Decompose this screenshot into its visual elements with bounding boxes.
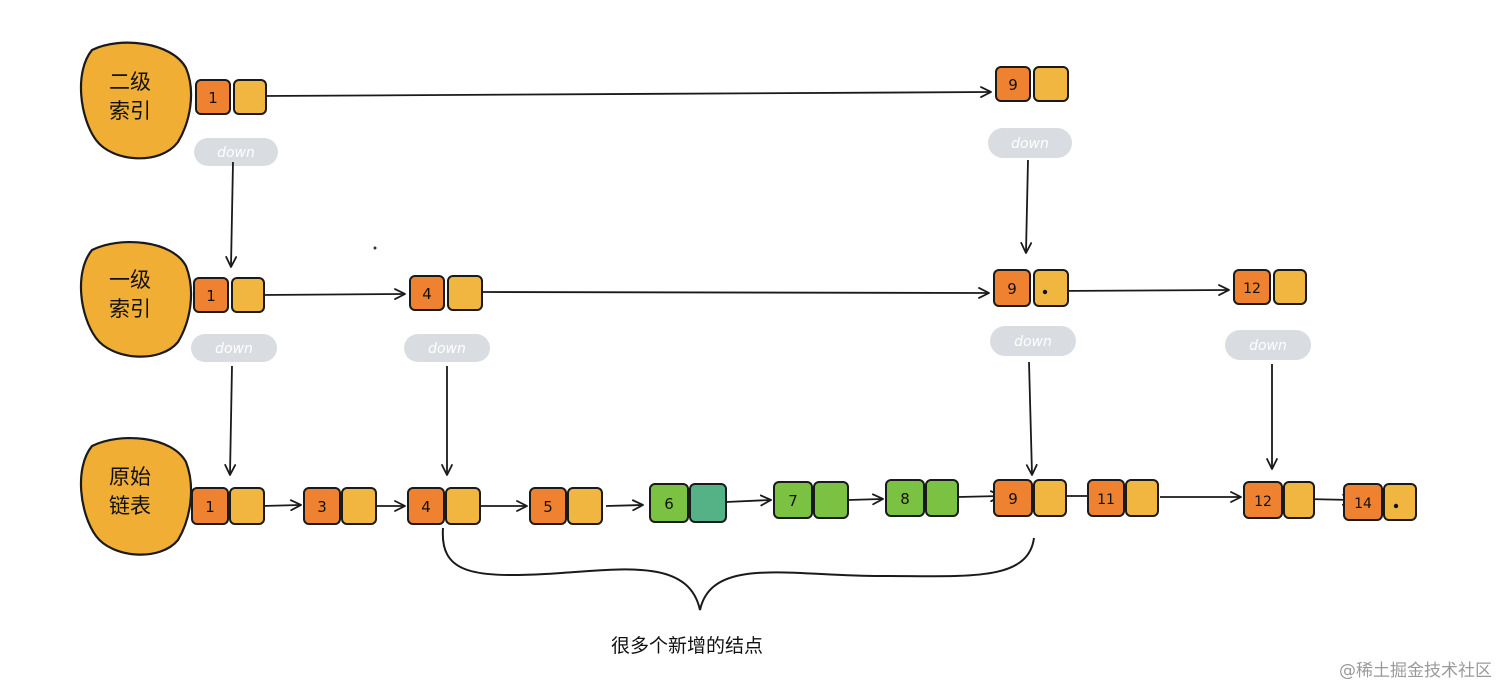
node-l0-4: 4 bbox=[407, 487, 481, 525]
down-arrow-l1-9 bbox=[1025, 361, 1038, 476]
svg-text:down: down bbox=[217, 145, 255, 161]
level0-label-blob: 原始 链表 bbox=[79, 436, 193, 556]
brace-label: 很多个新增的结点 bbox=[611, 635, 763, 657]
node-key: 1 bbox=[206, 287, 216, 305]
level1-label-line1: 一级 bbox=[109, 268, 151, 292]
node-l0-11: 11 bbox=[1087, 479, 1159, 517]
node-l2-1: 1 bbox=[195, 79, 267, 115]
arrow-l0-7-to-8 bbox=[847, 493, 884, 506]
level1-label-line2: 索引 bbox=[109, 297, 151, 321]
node-l0-6: 6 bbox=[649, 483, 727, 523]
node-l0-8: 8 bbox=[885, 479, 959, 517]
stray-dot bbox=[373, 246, 377, 250]
node-l1-4: 4 bbox=[409, 275, 483, 311]
node-l1-9: 9 bbox=[993, 269, 1069, 307]
svg-text:down: down bbox=[428, 341, 466, 357]
arrow-l0-1-to-3 bbox=[261, 499, 302, 512]
node-key: 14 bbox=[1354, 496, 1372, 512]
node-key: 6 bbox=[664, 495, 674, 513]
node-key: 12 bbox=[1243, 281, 1261, 297]
arrow-l1-9-to-12 bbox=[1051, 284, 1230, 296]
node-l0-12: 12 bbox=[1243, 481, 1315, 519]
node-key: 1 bbox=[205, 498, 215, 516]
level2-label-blob: 二级 索引 bbox=[79, 41, 193, 160]
node-l0-7: 7 bbox=[773, 481, 849, 519]
node-l0-14: 14 bbox=[1343, 483, 1417, 521]
level2-label-line2: 索引 bbox=[109, 99, 151, 123]
node-l1-12: 12 bbox=[1233, 269, 1307, 305]
down-pill: down bbox=[1225, 330, 1311, 360]
svg-text:down: down bbox=[1011, 136, 1049, 152]
node-key: 5 bbox=[543, 498, 553, 516]
node-key: 8 bbox=[900, 490, 910, 508]
node-key: 3 bbox=[317, 498, 327, 516]
node-key: 9 bbox=[1007, 280, 1017, 298]
down-pill: down bbox=[990, 326, 1076, 356]
node-l0-9: 9 bbox=[993, 479, 1067, 517]
node-key: 9 bbox=[1008, 490, 1018, 508]
down-pill: down bbox=[404, 334, 490, 362]
node-key: 11 bbox=[1097, 492, 1115, 508]
down-pill: down bbox=[191, 334, 277, 362]
svg-text:down: down bbox=[1014, 334, 1052, 350]
arrow-l1-4-to-9 bbox=[477, 287, 990, 299]
node-l0-5: 5 bbox=[529, 487, 603, 525]
node-l0-1: 1 bbox=[191, 487, 265, 525]
node-key: 4 bbox=[422, 285, 432, 303]
node-key: 7 bbox=[788, 492, 798, 510]
down-pill: down bbox=[988, 128, 1072, 158]
down-arrow-l2-1 bbox=[225, 161, 238, 268]
node-l2-9: 9 bbox=[995, 66, 1069, 102]
level0-label-line1: 原始 bbox=[109, 465, 151, 489]
down-arrow-l1-1 bbox=[224, 365, 237, 476]
null-pointer-dot bbox=[1393, 503, 1399, 509]
arrow-l0-6-to-7 bbox=[725, 494, 772, 507]
arrow-l0-5-to-6 bbox=[605, 499, 644, 512]
level1-label-blob: 一级 索引 bbox=[79, 240, 193, 358]
node-key: 1 bbox=[208, 89, 218, 107]
node-key: 12 bbox=[1254, 494, 1272, 510]
arrow-l2-1-to-9 bbox=[261, 86, 992, 98]
down-arrow-l2-9 bbox=[1020, 159, 1033, 254]
node-l1-1: 1 bbox=[193, 277, 265, 313]
watermark: @稀土掘金技术社区 bbox=[1339, 661, 1492, 681]
null-pointer-dot bbox=[1042, 289, 1048, 295]
node-key: 9 bbox=[1008, 76, 1018, 94]
down-pill: down bbox=[194, 138, 278, 166]
arrow-l1-1-to-4 bbox=[261, 288, 406, 300]
node-l0-3: 3 bbox=[303, 487, 377, 525]
level0-label-line2: 链表 bbox=[109, 494, 151, 518]
svg-text:down: down bbox=[215, 341, 253, 357]
node-key: 4 bbox=[421, 498, 431, 516]
level2-label-line1: 二级 bbox=[109, 70, 151, 94]
svg-text:down: down bbox=[1249, 338, 1287, 354]
new-nodes-brace bbox=[441, 527, 1035, 611]
